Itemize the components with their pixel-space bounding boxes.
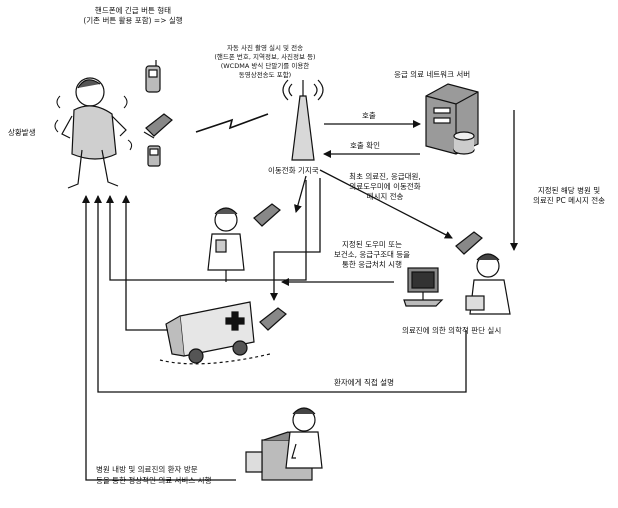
server-icon (425, 83, 479, 155)
label-line: 의료도우미에 이동전화 (349, 182, 421, 191)
label-phone-emergency-button: 핸드폰에 긴급 버튼 형태 (기존 버튼 활용 포함) => 실행 (68, 6, 198, 26)
label-designated-helper: 지정된 도우미 또는 보건소, 응급구조대 등을 통한 응급처치 시행 (320, 240, 424, 270)
label-emergency-network-server: 응급 의료 네트워크 서버 (394, 70, 471, 79)
arrow-normal-service (82, 195, 236, 481)
label-medical-judgment: 의료진에 의한 의학적 판단 실시 (402, 326, 502, 335)
arrow-tower-to-helper-phone (294, 175, 307, 213)
label-line: 지정된 해당 병원 및 (537, 186, 601, 195)
label-direct-explanation: 환자에게 직접 설명 (334, 378, 394, 387)
arrow-tower-to-doctor (319, 169, 453, 239)
label-line: 자동 사진 촬영 실시 및 전송 (226, 44, 304, 52)
doctor-at-pc-figure (403, 253, 511, 315)
label-mobile-base-station: 이동전화 기지국 (268, 166, 319, 175)
base-station-tower-icon (282, 79, 324, 161)
label-line: 동영상전송도 포함) (238, 71, 292, 79)
phone-icon (145, 60, 161, 93)
label-call: 호출 (362, 111, 376, 120)
label-line: 등을 통한 정상적인 의료 서비스 시행 (96, 476, 212, 485)
label-line: 의료진 PC 메시지 전송 (532, 196, 606, 205)
label-designated-hospital-msg: 지정된 해당 병원 및 의료진 PC 메시지 전송 (522, 186, 616, 206)
wireless-signal-icon (195, 113, 269, 133)
arrow-tower-to-ambulance (270, 178, 321, 301)
label-line: 지정된 도우미 또는 (342, 240, 402, 249)
label-situation-occurs: 상황발생 (8, 128, 36, 137)
label-line: 통한 응급처치 시행 (342, 260, 402, 269)
label-line: (기존 버튼 활용 포함) => 실행 (83, 16, 183, 25)
arrow-tower-feedback (106, 180, 307, 281)
hospital-visit-figure (245, 407, 323, 481)
flip-phone-icon (143, 113, 173, 139)
label-line: 메시지 전송 (366, 192, 404, 201)
label-line: 병원 내방 및 의료진의 환자 방문 (96, 465, 198, 474)
flip-phone-icon-ambulance (259, 307, 287, 331)
helper-figure (207, 207, 245, 282)
label-line: (핸드폰 번호, 지역정보, 사진정보 등) (214, 53, 316, 61)
arrow-ambulance-to-patient (122, 195, 168, 331)
label-normal-service: 병원 내방 및 의료진의 환자 방문 등을 통한 정상적인 의료 서비스 시행 (96, 464, 211, 486)
label-line: 핸드폰에 긴급 버튼 형태 (94, 6, 172, 15)
phone-icon-small (147, 145, 161, 167)
label-call-confirm: 호출 확인 (350, 141, 380, 150)
label-line: 최초 의료진, 응급대원, (349, 172, 421, 181)
label-auto-photo-send: 자동 사진 촬영 실시 및 전송 (핸드폰 번호, 지역정보, 사진정보 등) … (190, 44, 340, 80)
arrow-direct-explanation (94, 195, 467, 393)
flip-phone-icon-doctor (455, 231, 483, 255)
label-line: (WCDMA 방식 단말기를 이용한 (220, 62, 310, 70)
ambulance-icon (159, 301, 271, 365)
label-line: 보건소, 응급구조대 등을 (333, 250, 411, 259)
flip-phone-icon-helper (253, 203, 281, 227)
label-message-to-hospital: 최초 의료진, 응급대원, 의료도우미에 이동전화 메시지 전송 (330, 172, 440, 202)
patient-figure (54, 77, 133, 189)
